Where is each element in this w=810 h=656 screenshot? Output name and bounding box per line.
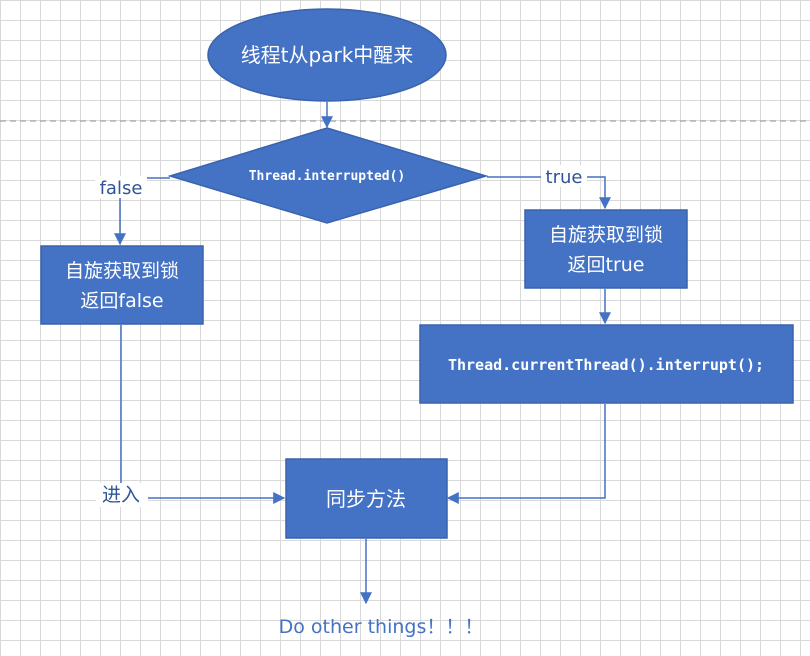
decision-node-label: Thread.interrupted() [249,169,406,184]
left-box-to-sync-arrow [120,325,286,504]
false-label-bg [95,176,147,198]
start-node [207,8,447,102]
true-label-bg [541,165,587,187]
true-label: true [546,167,583,188]
sync-method-label: 同步方法 [326,487,406,511]
enter-label: 进入 [102,484,140,506]
decision-node [167,127,489,224]
enter-label-bg [96,483,148,507]
decision-true-arrow [487,176,611,210]
false-label: false [100,178,143,199]
footer-text: Do other things！！！ [279,616,484,638]
left-process-line2: 返回false [80,290,163,312]
interrupt-process-label: Thread.currentThread().interrupt(); [448,356,764,374]
right-process-box [524,209,688,289]
left-process-box [40,245,204,325]
sync-method-box [285,458,448,539]
right-process-line1: 自旋获取到锁 [549,224,663,246]
left-process-line1: 自旋获取到锁 [65,260,179,282]
interrupt-to-sync-arrow [446,404,606,504]
interrupt-process-box [419,324,794,404]
start-node-label: 线程t从park中醒来 [241,43,414,67]
right-process-line2: 返回true [568,254,645,276]
